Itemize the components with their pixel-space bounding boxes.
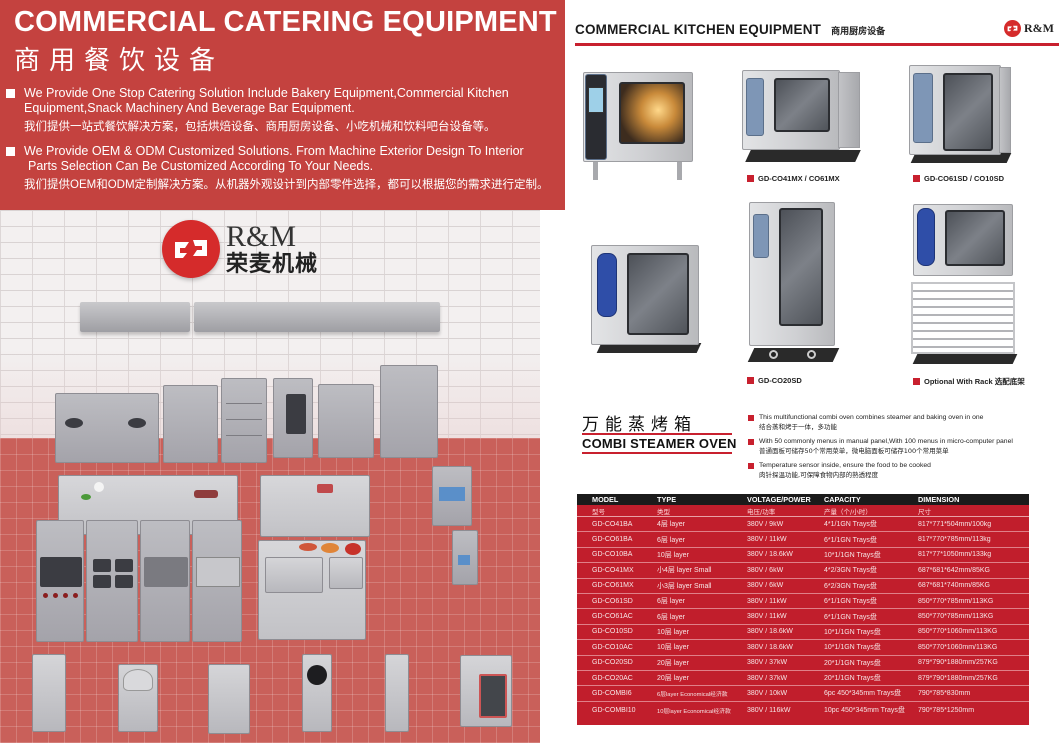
- steamer-pot: [118, 664, 158, 732]
- table-row: GD-COMBI10 10层layer Economical经济款 380V /…: [592, 706, 975, 715]
- feature-item: With 50 commonly menus in manual panel,W…: [748, 437, 1058, 456]
- kitchen-equipment-page: COMMERCIAL KITCHEN EQUIPMENT 商用厨房设备 R&M: [565, 0, 1060, 743]
- header-logo: R&M: [1004, 20, 1054, 37]
- intro-bullet-one-stop: We Provide One Stop Catering Solution In…: [6, 86, 565, 135]
- griddle: [140, 520, 190, 642]
- table-row: GD-CO61SD 6层 layer 380V / 11kW 6*1/1GN T…: [577, 594, 1029, 610]
- planetary-mixer: [385, 654, 409, 732]
- header-divider: [575, 43, 1059, 46]
- brand-name: R&M: [1024, 21, 1054, 35]
- combi-oven-standing: [273, 378, 313, 458]
- pizza-station: [258, 540, 366, 640]
- table-row: GD-CO20AC 20层 layer 380V / 37kW 20*1/1GN…: [577, 671, 1029, 687]
- double-wok-stove: [55, 393, 159, 463]
- product-image-co10sd: [587, 245, 707, 357]
- table-row: GD-CO41BA 4层 layer 380V / 9kW 4*1/1GN Tr…: [577, 517, 1029, 533]
- column-header-model: MODEL: [592, 495, 619, 504]
- bullet-text-en: We Provide OEM & ODM Customized Solution…: [6, 144, 565, 159]
- section-title: COMMERCIAL KITCHEN EQUIPMENT: [575, 22, 822, 37]
- table-row: GD-COMBI6 6层layer Economical经济款 380V / 1…: [577, 686, 1029, 702]
- product-image-co20sd: [743, 200, 840, 368]
- induction-range: [86, 520, 138, 642]
- bullet-text-en-cont: Parts Selection Can Be Customized Accord…: [28, 159, 374, 173]
- section-title-cn: 商用厨房设备: [831, 27, 886, 37]
- brand-logo: R&M 荣麦机械: [162, 220, 318, 278]
- table-row: GD-CO61AC 6层 layer 380V / 11kW 6*1/1GN T…: [577, 609, 1029, 625]
- catering-equipment-page: COMMERCIAL CATERING EQUIPMENT 商用餐饮设备 We …: [0, 0, 565, 743]
- bullet-square-icon: [747, 377, 754, 384]
- bullet-text-cn: 我们提供一站式餐饮解决方案，包括烘焙设备、商用厨房设备、小吃机械和饮料吧台设备等…: [24, 121, 496, 133]
- table-row: GD-CO10SD 10层 layer 380V / 18.6kW 10*1/1…: [577, 625, 1029, 641]
- refrigerator-two-door: [318, 384, 374, 458]
- caption-co20sd: GD-CO20SD: [747, 376, 802, 385]
- table-row: GD-CO41MX 小4层 layer Small 380V / 6kW 4*2…: [577, 563, 1029, 579]
- spec-table: MODEL TYPE VOLTAGE/POWER CAPACITY DIMENS…: [577, 494, 1029, 725]
- bullet-square-icon: [747, 175, 754, 182]
- steam-cabinet: [163, 385, 218, 463]
- wall-shelf-left: [80, 302, 190, 332]
- drawer-warmer: [221, 378, 267, 463]
- refrigerator-four-door: [380, 365, 438, 458]
- bullet-square-icon: [913, 378, 920, 385]
- table-row: GD-CO61BA 6层 layer 380V / 11kW 6*1/1GN T…: [577, 532, 1029, 548]
- auto-stir-fry-machine: [302, 654, 332, 732]
- page-title-cn: 商用餐饮设备: [14, 46, 225, 76]
- title-underline: [582, 433, 732, 435]
- product-image-co61sd: [903, 65, 1018, 165]
- kitchen-render-image: R&M 荣麦机械: [0, 210, 540, 743]
- bullet-text-cn: 我们提供OEM和ODM定制解决方案。从机器外观设计到内部零件选择，都可以根据您的…: [24, 179, 549, 191]
- table-row: GD-CO10AC 10层 layer 380V / 18.6kW 10*1/1…: [577, 640, 1029, 656]
- wall-shelf-right: [194, 302, 440, 332]
- intro-bullet-oem-odm: We Provide OEM & ODM Customized Solution…: [6, 144, 565, 193]
- feature-list: This multifunctional combi oven combines…: [748, 413, 1058, 485]
- column-header-voltage: VOLTAGE/POWER: [747, 495, 811, 504]
- dough-machine: [452, 530, 478, 585]
- prep-table-center: [260, 475, 370, 537]
- combi-oven-title-cn: 万能蒸烤箱: [582, 415, 697, 435]
- table-row: GD-CO10BA 10层 layer 380V / 18.6kW 10*1/1…: [577, 548, 1029, 564]
- feature-item: Temperature sensor inside, ensure the fo…: [748, 461, 1058, 480]
- bullet-text-en: We Provide One Stop Catering Solution In…: [6, 86, 565, 101]
- caption-optional-rack: Optional With Rack 选配底架: [913, 376, 1025, 387]
- title-underline: [582, 452, 732, 454]
- caption-co41mx: GD-CO41MX / CO61MX: [747, 174, 840, 183]
- table-row: GD-CO61MX 小3层 layer Small 380V / 6kW 6*2…: [577, 579, 1029, 594]
- bullet-square-icon: [913, 175, 920, 182]
- gas-range-four-burner: [36, 520, 84, 642]
- column-header-type: TYPE: [657, 495, 677, 504]
- feature-item: This multifunctional combi oven combines…: [748, 413, 1058, 432]
- table-header-row: MODEL TYPE VOLTAGE/POWER CAPACITY DIMENS…: [577, 494, 1029, 505]
- brand-logo-icon: [162, 220, 220, 278]
- combi-oven-title: COMBI STEAMER OVEN: [582, 436, 737, 451]
- caption-co61sd: GD-CO61SD / CO10SD: [913, 174, 1004, 183]
- bullet-text-en-cont: Equipment,Snack Machinery And Beverage B…: [24, 101, 355, 115]
- combi-oven-countertop: [460, 655, 512, 727]
- brand-logo-icon: [1004, 20, 1021, 37]
- fryer-station: [192, 520, 242, 642]
- tilting-pan: [208, 664, 250, 734]
- intro-banner: COMMERCIAL CATERING EQUIPMENT 商用餐饮设备 We …: [0, 0, 565, 210]
- page-title: COMMERCIAL CATERING EQUIPMENT: [14, 6, 557, 38]
- brand-name-en: R&M: [226, 220, 297, 253]
- column-header-capacity: CAPACITY: [824, 495, 861, 504]
- small-appliance-1: [32, 654, 66, 732]
- column-header-dimension: DIMENSION: [918, 495, 960, 504]
- product-image-co41mx: [738, 70, 863, 165]
- page-header: COMMERCIAL KITCHEN EQUIPMENT 商用厨房设备: [575, 22, 885, 37]
- product-image-touch-oven: [583, 72, 693, 182]
- table-header-row-cn: 型号 类型 电压/功率 产量（个/小时） 尺寸: [577, 505, 1029, 517]
- table-row: GD-CO20SD 20层 layer 380V / 37kW 20*1/1GN…: [577, 656, 1029, 671]
- vegetable-cutter: [432, 466, 472, 526]
- product-image-oven-with-rack: [905, 200, 1020, 368]
- brand-name-cn: 荣麦机械: [226, 252, 319, 277]
